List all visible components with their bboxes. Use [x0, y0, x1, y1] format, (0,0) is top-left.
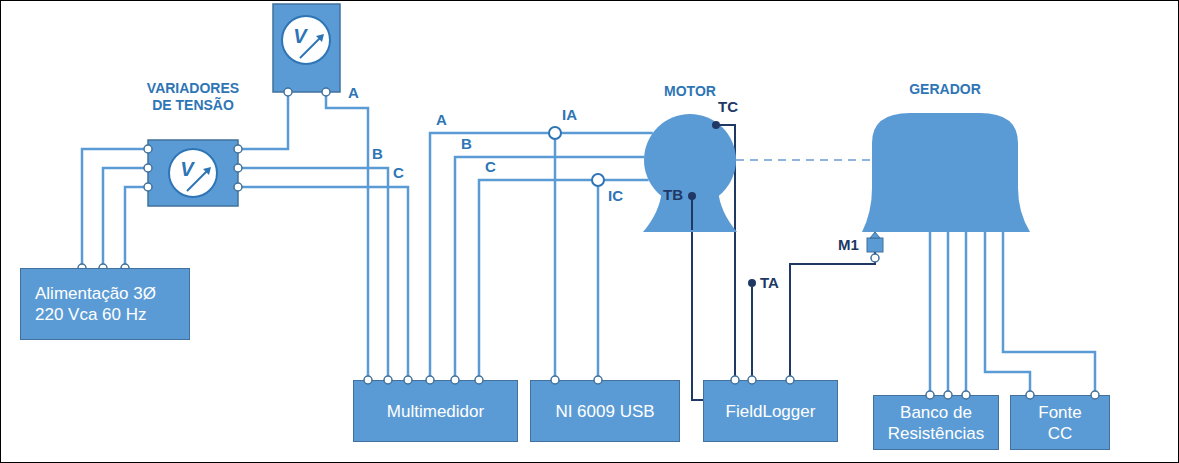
box-text: FieldLogger: [726, 401, 816, 422]
sensor-wire: [597, 186, 600, 380]
daq-box: NI 6009 USB: [530, 380, 680, 442]
wire: [238, 168, 388, 380]
wire-connector: [692, 232, 703, 400]
thermocouple-tip: [748, 279, 756, 287]
wire-connector: [947, 232, 950, 395]
current-sensor: [592, 174, 604, 186]
shaft-coupling: [736, 159, 872, 161]
terminal: [144, 164, 152, 172]
wire-connector: [790, 232, 875, 380]
box-label: Fonte CC: [1030, 402, 1090, 444]
load-box: Banco de Resistências: [873, 395, 999, 450]
box-label: FieldLogger: [726, 401, 816, 422]
node-heading: GERADOR: [850, 80, 1040, 98]
terminal: [144, 183, 152, 191]
terminals: [78, 88, 330, 272]
terminal: [144, 145, 152, 153]
sensor-label: TB: [663, 186, 683, 204]
wire-connector: [455, 157, 644, 380]
phase-label: A: [436, 111, 447, 129]
phase-label: B: [461, 135, 472, 153]
box-label: NI 6009 USB: [555, 401, 654, 422]
sensor-label: TC: [718, 98, 738, 116]
current-label: IA: [562, 106, 577, 124]
terminal: [322, 88, 330, 96]
box-label: Alimentação 3Ø 220 Vca 60 Hz: [35, 283, 175, 325]
variac-large: [148, 140, 238, 206]
box-label: Multimedidor: [387, 401, 484, 422]
dc-source-box: Fonte CC: [1010, 395, 1110, 450]
box-text: Fonte CC: [1030, 402, 1090, 444]
m1-sensor: [867, 232, 883, 262]
generator-symbol: GERADOR: [850, 80, 1040, 232]
wire: [103, 168, 148, 268]
variac-body: [148, 140, 238, 206]
sensor-arrow: [870, 232, 880, 238]
variac-arrow-head: [316, 34, 324, 42]
phase-label: B: [372, 145, 383, 163]
box-text: NI 6009 USB: [555, 401, 654, 422]
logger-box: FieldLogger: [703, 380, 838, 442]
wire-connector: [985, 232, 1030, 395]
terminal: [284, 88, 292, 96]
generator-symbol-outline: [850, 108, 1040, 232]
terminal: [234, 164, 242, 172]
wire-connector: [479, 180, 649, 380]
sensor-label: TA: [760, 274, 779, 292]
current-label: IC: [608, 187, 623, 205]
wire: [326, 92, 368, 380]
phase-label: C: [485, 158, 496, 176]
meter-box: Multimedidor: [353, 380, 518, 442]
sensor-body: [867, 238, 883, 252]
variac-small: [273, 4, 340, 92]
thermocouple-wire: [751, 287, 753, 380]
wire-connector: [929, 232, 932, 395]
wire-connector: [430, 133, 653, 380]
variac-dial: [169, 149, 217, 197]
wire-connector: [1003, 232, 1095, 395]
variac-arrow-head: [203, 167, 211, 175]
variac-symbol-letter: V: [180, 157, 193, 181]
phase-label: A: [348, 84, 359, 102]
current-sensor: [549, 127, 561, 139]
wire: [238, 92, 288, 149]
box-text: Banco de Resistências: [881, 402, 991, 444]
group-title: VARIADORES DE TENSÃO: [143, 80, 243, 114]
variac-dial: [282, 16, 330, 64]
supply-box: Alimentação 3Ø 220 Vca 60 Hz: [20, 268, 190, 340]
terminal: [234, 183, 242, 191]
sensor-wire: [554, 139, 557, 380]
node-heading: MOTOR: [640, 82, 740, 100]
box-text: Alimentação 3Ø 220 Vca 60 Hz: [35, 283, 175, 325]
sensor-label: M1: [838, 236, 859, 254]
motor-symbol-outline: [640, 112, 740, 232]
terminal: [234, 145, 242, 153]
wire: [82, 149, 148, 268]
variac-body: [273, 4, 340, 92]
box-text: Multimedidor: [387, 401, 484, 422]
box-label: Banco de Resistências: [881, 402, 991, 444]
wire: [125, 187, 148, 268]
phase-label: C: [393, 164, 404, 182]
wire-connector: [965, 232, 968, 395]
variac-symbol-letter: V: [293, 24, 306, 48]
wire: [238, 187, 408, 380]
terminal: [871, 254, 879, 262]
